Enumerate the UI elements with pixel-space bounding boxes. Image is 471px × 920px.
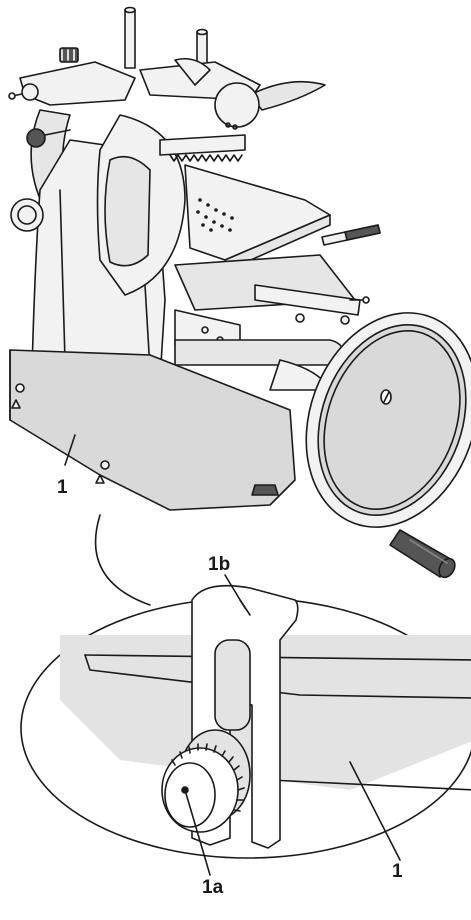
callout-bracket: 1b	[208, 554, 231, 575]
callout-tray-top: 1	[57, 477, 68, 498]
meat-slicer	[8, 6, 471, 579]
leader-tray-top	[64, 434, 76, 466]
side-knob-left	[26, 128, 71, 148]
detail-view	[20, 584, 471, 859]
sharpener-head	[8, 47, 136, 106]
handwheel	[305, 312, 471, 528]
leader-knob	[184, 789, 211, 876]
blade-guard	[96, 114, 186, 296]
leader-tray-detail	[349, 761, 401, 861]
handwheel-grip	[389, 529, 456, 579]
carriage-plate	[159, 134, 331, 271]
tray-plate	[9, 349, 296, 511]
locking-knob	[161, 729, 251, 833]
callout-tray-detail: 1	[392, 861, 403, 882]
slide-rails	[174, 254, 370, 391]
pressure-arm	[139, 57, 326, 130]
machine-foot	[251, 484, 279, 496]
carriage-handle-rod	[321, 224, 381, 246]
callout-knob: 1a	[202, 877, 224, 898]
leader-bracket	[224, 574, 246, 609]
detail-connector	[94, 514, 151, 606]
